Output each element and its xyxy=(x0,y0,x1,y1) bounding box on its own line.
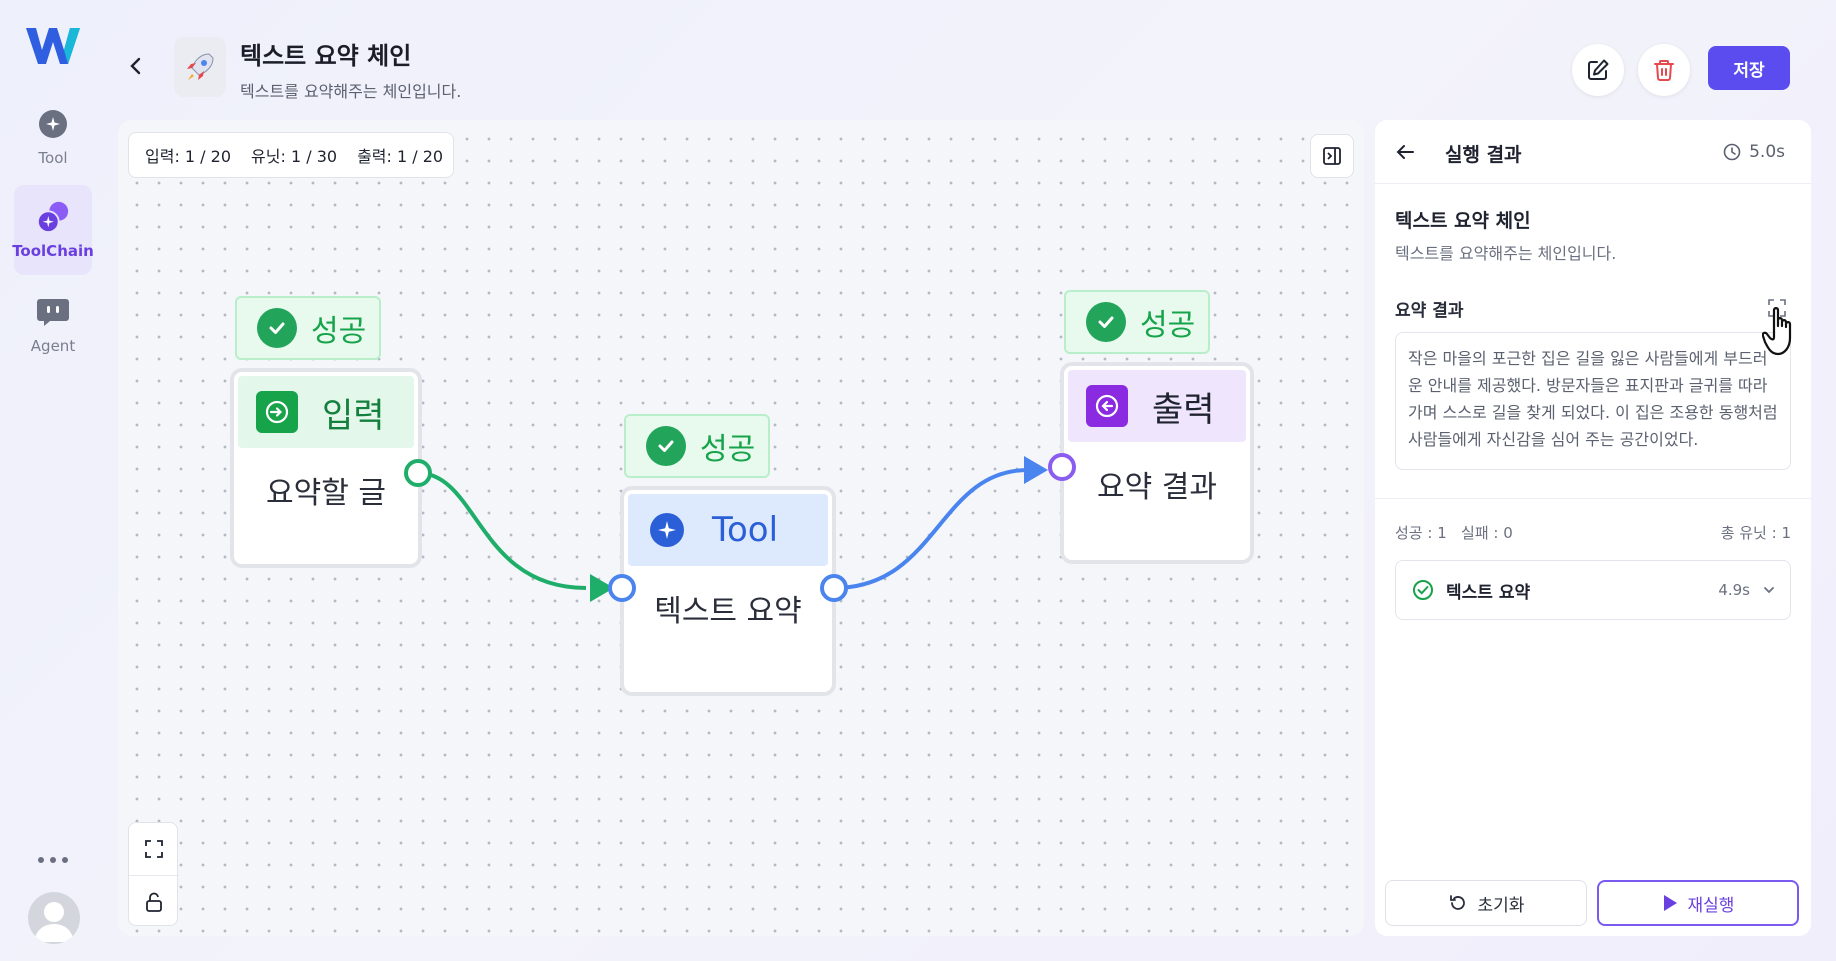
trash-icon xyxy=(1654,60,1674,81)
node-body: 텍스트 요약 xyxy=(654,594,802,629)
logout-icon xyxy=(1086,385,1128,427)
toolchain-icon xyxy=(36,200,70,234)
sidebar-item-label: ToolChain xyxy=(12,242,94,260)
login-icon xyxy=(256,391,298,433)
result-chain-title: 텍스트 요약 체인 xyxy=(1395,210,1531,232)
run-stats: 성공 : 1 실패 : 0 xyxy=(1395,524,1513,542)
workflow-canvas[interactable]: 입력: 1 / 20 유닛: 1 / 30 출력: 1 / 20 성공 입력 요… xyxy=(118,120,1364,936)
reset-label: 초기화 xyxy=(1477,895,1525,916)
output-count: 출력: 1 / 20 xyxy=(357,147,444,166)
node-title: 출력 xyxy=(1152,389,1215,430)
canvas-controls xyxy=(128,822,179,927)
reset-icon xyxy=(1449,895,1465,910)
edge-arrow-icon xyxy=(1024,456,1048,484)
reset-button[interactable]: 초기화 xyxy=(1385,880,1587,926)
delete-button[interactable] xyxy=(1638,44,1690,96)
check-icon xyxy=(257,308,297,348)
run-time: 5.0s xyxy=(1723,142,1785,162)
check-circle-icon xyxy=(1413,580,1433,600)
result-panel: 실행 결과 5.0s 텍스트 요약 체인 텍스트를 요약해주는 체인입니다. 요… xyxy=(1375,120,1811,936)
output-node-header: 출력 xyxy=(1068,370,1246,442)
sidebar-item-tool[interactable]: Tool xyxy=(14,92,92,182)
result-panel-header: 실행 결과 5.0s xyxy=(1375,120,1811,184)
rerun-button[interactable]: 재실행 xyxy=(1597,880,1799,926)
play-icon xyxy=(1663,895,1677,911)
save-button[interactable]: 저장 xyxy=(1708,46,1790,90)
node-title: 입력 xyxy=(322,395,385,436)
sparkle-icon xyxy=(646,509,688,551)
step-item[interactable]: 텍스트 요약 4.9s xyxy=(1395,560,1791,620)
edge-input-to-tool xyxy=(417,471,587,590)
edge-tool-to-output xyxy=(833,468,1029,590)
chevron-left-icon xyxy=(130,57,141,75)
fullscreen-icon xyxy=(145,840,163,858)
page-title: 텍스트 요약 체인 xyxy=(240,42,412,70)
node-title: Tool xyxy=(712,510,779,550)
expand-icon[interactable] xyxy=(1767,298,1787,318)
output-status-badge: 성공 xyxy=(1064,290,1210,354)
tool-node-header: Tool xyxy=(628,494,828,566)
lock-button[interactable] xyxy=(129,875,179,927)
chevron-down-icon xyxy=(1764,587,1774,594)
check-icon xyxy=(646,426,686,466)
step-time: 4.9s xyxy=(1718,581,1750,599)
badge-label: 성공 xyxy=(700,432,756,467)
total-units: 총 유닛 : 1 xyxy=(1720,524,1791,542)
check-icon xyxy=(1086,302,1126,342)
input-status-badge: 성공 xyxy=(235,296,381,360)
more-icon[interactable] xyxy=(38,852,68,868)
tool-node-input-port[interactable] xyxy=(608,574,636,602)
rocket-icon xyxy=(174,37,226,97)
sidebar-item-label: Agent xyxy=(30,337,76,355)
unit-count: 유닛: 1 / 30 xyxy=(251,147,338,166)
avatar[interactable] xyxy=(28,892,80,944)
sidebar-item-toolchain[interactable]: ToolChain xyxy=(12,185,94,275)
input-node-header: 입력 xyxy=(238,376,414,448)
app-logo[interactable] xyxy=(24,22,82,68)
node-body: 요약 결과 xyxy=(1097,470,1217,505)
tool-node[interactable]: Tool 텍스트 요약 xyxy=(620,486,836,696)
tool-status-badge: 성공 xyxy=(624,414,770,478)
clock-icon xyxy=(1723,143,1741,161)
node-counts: 입력: 1 / 20 유닛: 1 / 30 출력: 1 / 20 xyxy=(128,132,454,178)
result-chain-description: 텍스트를 요약해주는 체인입니다. xyxy=(1395,244,1617,263)
result-panel-title: 실행 결과 xyxy=(1445,144,1522,166)
output-text: 작은 마을의 포근한 집은 길을 잃은 사람들에게 부드러운 안내를 제공했다.… xyxy=(1395,332,1791,470)
node-body: 요약할 글 xyxy=(266,476,386,511)
fit-view-button[interactable] xyxy=(129,823,179,875)
tool-icon xyxy=(36,107,70,141)
badge-label: 성공 xyxy=(1140,308,1196,343)
edges-layer xyxy=(417,456,1048,602)
tool-node-output-port[interactable] xyxy=(820,574,848,602)
input-count: 입력: 1 / 20 xyxy=(145,147,232,166)
run-time-value: 5.0s xyxy=(1749,142,1785,162)
arrow-left-icon[interactable] xyxy=(1393,140,1417,164)
back-button[interactable] xyxy=(122,52,150,80)
page-description: 텍스트를 요약해주는 체인입니다. xyxy=(240,82,462,101)
panel-toggle-button[interactable] xyxy=(1310,134,1354,178)
panel-toggle-icon xyxy=(1323,147,1341,165)
input-node-output-port[interactable] xyxy=(404,459,432,487)
output-label: 요약 결과 xyxy=(1395,301,1464,321)
output-node[interactable]: 출력 요약 결과 xyxy=(1060,362,1254,564)
edit-button[interactable] xyxy=(1572,44,1624,96)
divider xyxy=(1375,498,1811,499)
sidebar-item-label: Tool xyxy=(38,149,68,167)
rerun-label: 재실행 xyxy=(1687,895,1735,916)
input-node[interactable]: 입력 요약할 글 xyxy=(230,368,422,568)
unlock-icon xyxy=(146,892,162,912)
agent-icon xyxy=(36,295,70,329)
badge-label: 성공 xyxy=(311,314,367,349)
sidebar-item-agent[interactable]: Agent xyxy=(14,280,92,370)
sidebar: Tool ToolChain Agent xyxy=(0,0,106,961)
edge-arrow-icon xyxy=(590,574,614,602)
output-node-input-port[interactable] xyxy=(1048,453,1076,481)
edit-icon xyxy=(1588,59,1609,80)
step-name: 텍스트 요약 xyxy=(1446,582,1531,603)
